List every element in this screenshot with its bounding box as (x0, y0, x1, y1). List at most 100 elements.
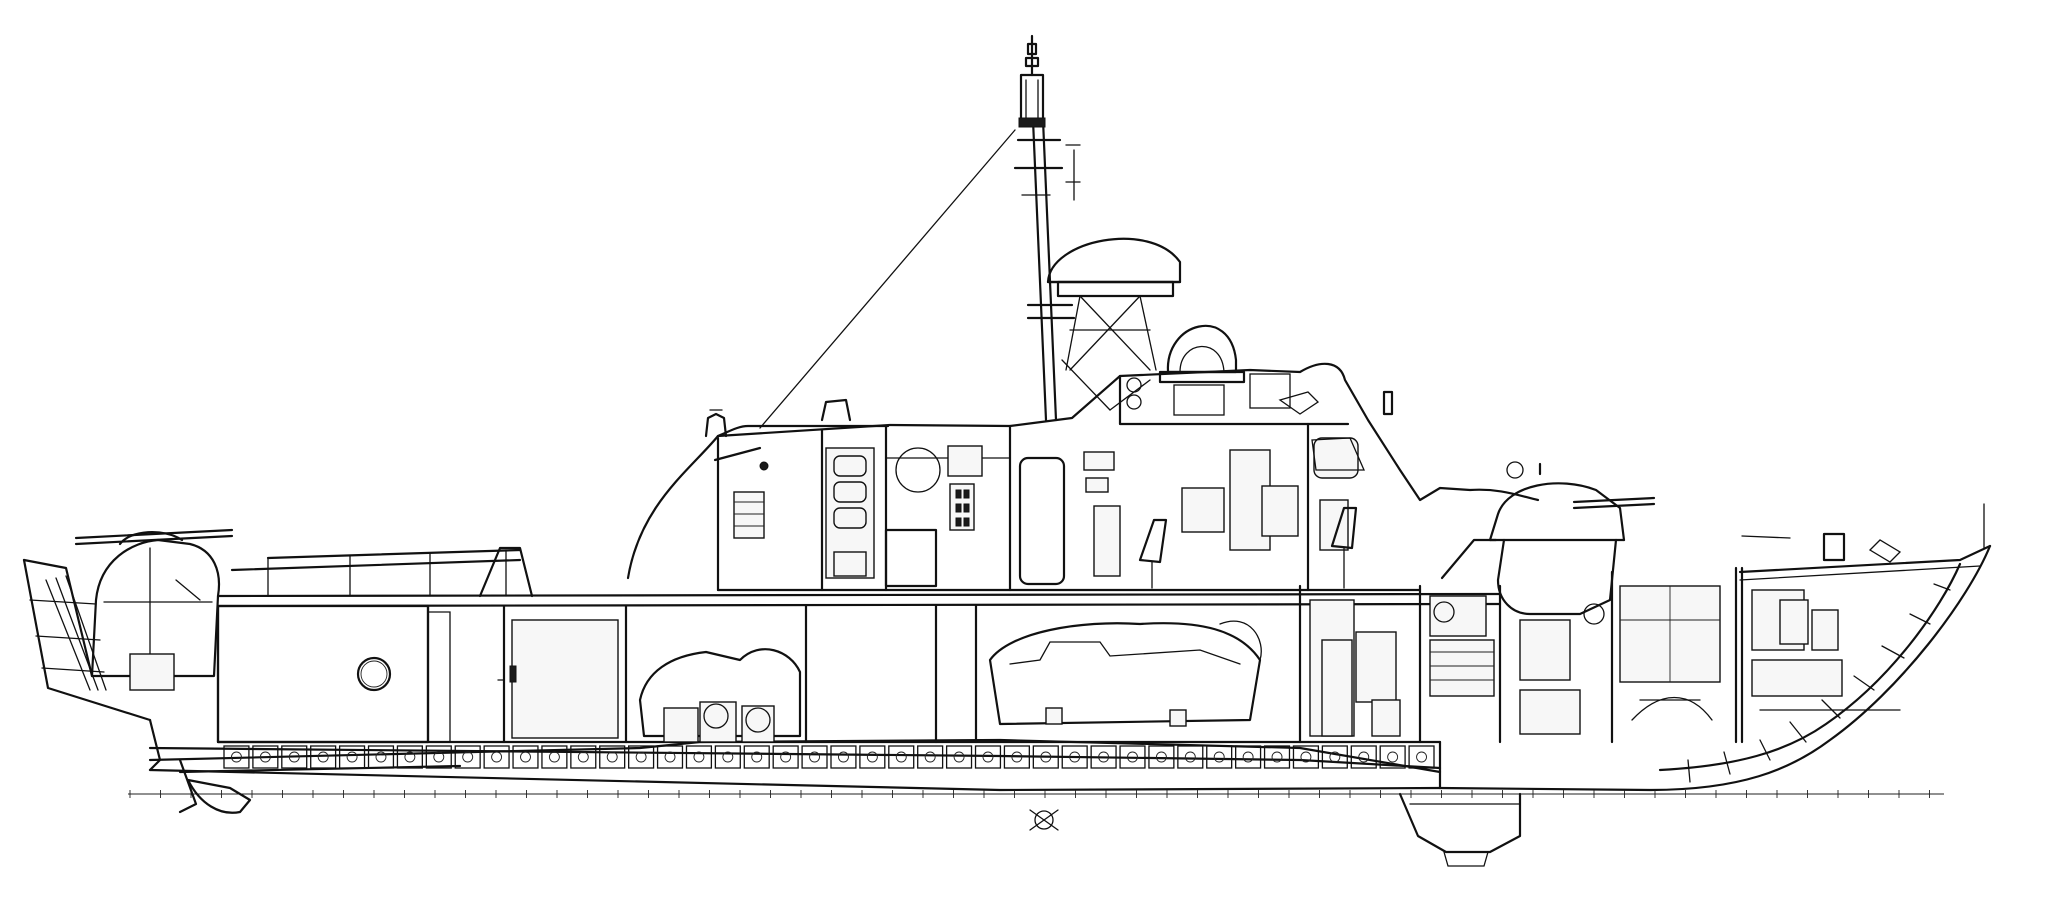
frame-cell (512, 745, 539, 769)
lightening-hole (693, 751, 705, 763)
frame-cell (1292, 745, 1320, 769)
frame-cell (830, 745, 857, 769)
mast (1013, 34, 1081, 422)
frame-cell (917, 745, 944, 769)
lightening-hole (895, 751, 907, 763)
frame-cell (252, 745, 279, 769)
frame-cell (859, 745, 886, 769)
frame-cell (483, 745, 510, 769)
stay-wire (759, 129, 1016, 429)
frame-cell (1379, 745, 1406, 769)
lightening-hole (317, 751, 329, 763)
frame-cell (656, 745, 684, 769)
lightening-hole (606, 751, 618, 763)
frame-cell (1177, 745, 1204, 769)
baseline (128, 790, 1944, 831)
frame-cell (945, 745, 973, 769)
deck-fittings (704, 390, 1394, 438)
lightening-hole (520, 751, 531, 763)
midships-machinery (1309, 585, 1721, 737)
radar-dome (1046, 237, 1182, 411)
sonar-dome (1398, 792, 1522, 867)
frame-cell (1263, 745, 1291, 769)
frame-cell (1061, 745, 1088, 769)
lightening-hole (1300, 751, 1312, 763)
lightening-hole (751, 751, 763, 763)
frame-cell (599, 745, 626, 769)
frame-cell (1408, 745, 1435, 769)
lightening-hole (866, 751, 878, 763)
lightening-hole (404, 751, 416, 763)
lightening-hole (1387, 751, 1399, 763)
hull (148, 503, 1992, 792)
superstructure (626, 362, 1540, 592)
lightening-hole (1329, 751, 1341, 763)
frame-cell (1206, 745, 1233, 769)
lightening-hole (780, 751, 792, 763)
frame-cell (570, 745, 597, 769)
frame-cell (1119, 745, 1146, 769)
frame-cell (281, 745, 308, 769)
aft-compartment (216, 604, 619, 744)
aft-deck-railing (230, 546, 534, 598)
lightening-hole (548, 751, 560, 763)
lightening-hole (1098, 751, 1110, 763)
lightening-hole (1127, 751, 1138, 763)
lightening-hole (838, 751, 849, 763)
lightening-hole (433, 751, 445, 763)
frame-cell (425, 745, 452, 769)
lightening-hole (1011, 751, 1023, 763)
lightening-hole (1358, 751, 1370, 763)
engine-room (638, 620, 1262, 743)
frame-cell (801, 745, 828, 769)
frame-cell (714, 745, 741, 769)
frame-cell (1235, 745, 1262, 769)
frame-cell (743, 745, 770, 769)
frame-cell (1032, 745, 1059, 769)
lightening-hole (231, 751, 242, 763)
lightening-hole (982, 751, 994, 763)
stern-structure (22, 558, 152, 722)
lightening-hole (288, 751, 300, 763)
frame-cell (1090, 745, 1117, 769)
lightening-hole (1069, 751, 1081, 763)
lightening-hole (1213, 751, 1225, 763)
lightening-hole (924, 751, 936, 763)
aft-gun-mount (74, 528, 234, 691)
frame-cell (1350, 745, 1377, 769)
frame-cell (1148, 745, 1175, 769)
lightening-hole (809, 751, 820, 763)
frame-cell (454, 745, 481, 769)
lightening-hole (1184, 751, 1196, 763)
frame-cell (685, 745, 713, 769)
lightening-hole (259, 751, 271, 763)
lightening-hole (1040, 751, 1052, 763)
frame-cell (888, 745, 915, 769)
double-bottom-frames (223, 745, 1435, 769)
lightening-hole (1242, 751, 1254, 763)
forward-gun-mount (1440, 461, 1656, 616)
frame-cell (223, 745, 250, 769)
lightening-hole (664, 751, 676, 763)
lightening-hole (953, 751, 965, 763)
lightening-hole (1271, 751, 1283, 763)
frame-cell (541, 745, 568, 769)
forward-compartment (1751, 532, 1902, 711)
lightening-hole (635, 751, 647, 763)
frame-cell (974, 745, 1002, 769)
lightening-hole (462, 751, 474, 763)
propulsion (178, 758, 462, 814)
frame-cell (772, 745, 799, 769)
lightening-hole (1155, 751, 1167, 763)
lightening-hole (722, 751, 734, 763)
lightening-hole (1416, 751, 1427, 763)
frame-cell (1003, 745, 1030, 769)
lightening-hole (375, 751, 387, 763)
frame-cell (628, 745, 655, 769)
frame-cell (1321, 745, 1348, 769)
lightening-hole (577, 751, 589, 763)
lightening-hole (491, 751, 503, 763)
lightening-hole (346, 751, 358, 763)
